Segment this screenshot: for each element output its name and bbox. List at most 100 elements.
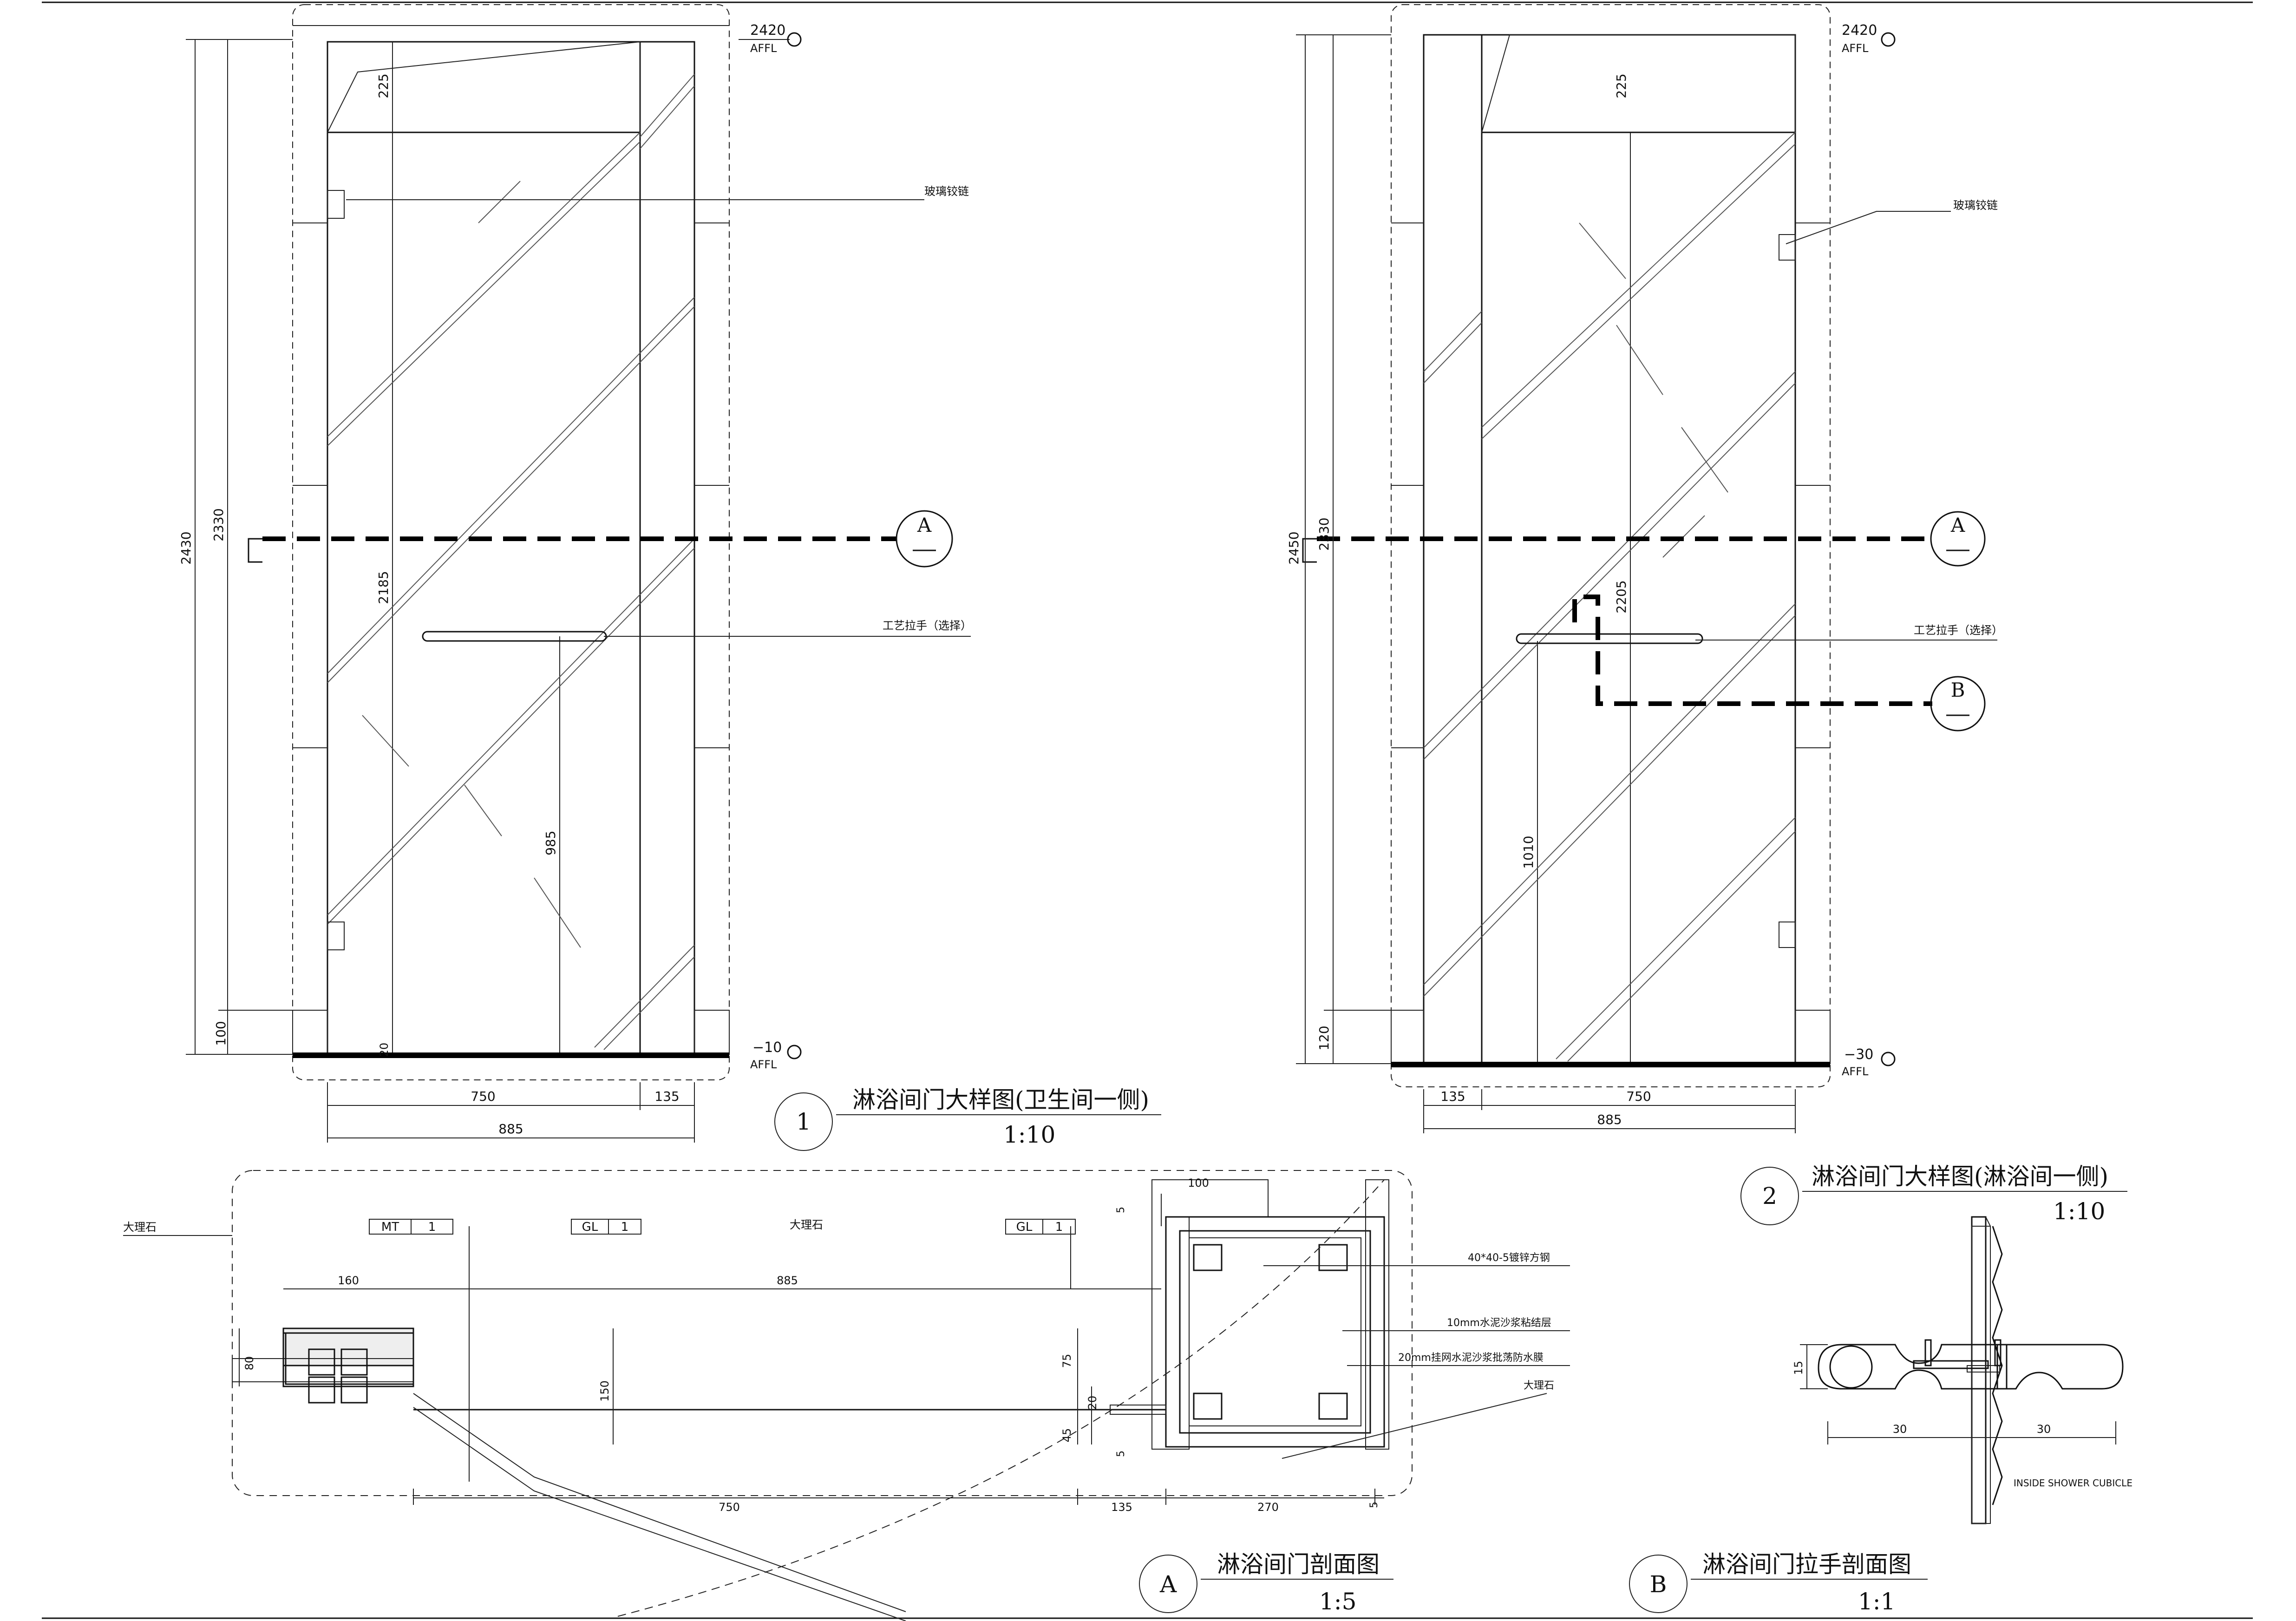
dim-a-75: 75: [1060, 1354, 1073, 1368]
dim-lines-1-vertical: [186, 39, 393, 1055]
level-1-bottom-icon: [787, 1045, 802, 1059]
section-a-detail: MT 1 GL 1 GL 1 大理石 大理石 40*40-5镀锌方钢 10mm水…: [123, 1170, 1570, 1621]
dim-lines-2-horizontal: [1423, 1089, 1796, 1133]
hinge-1-top: [327, 190, 345, 219]
tag-gl1b-code: GL: [1016, 1220, 1033, 1234]
label-steel-tube: 40*40-5镀锌方钢: [1468, 1252, 1550, 1264]
dim-a-20: 20: [1086, 1396, 1099, 1410]
dim-2-225: 225: [1614, 73, 1629, 98]
label-marble-top: 大理石: [790, 1218, 823, 1231]
section-b-mark: B: [1951, 679, 1965, 701]
dim-b-30-left: 30: [1893, 1423, 1907, 1436]
door-swing-glass: [413, 1393, 906, 1621]
right-jamb: [1151, 1179, 1389, 1450]
door-swing-arc: [617, 1179, 1385, 1617]
hinge-2-leader: [1786, 211, 1951, 244]
floor-1-left: [292, 1010, 328, 1055]
dim-1-2330: 2330: [211, 508, 226, 541]
door-2-glass-hatch: [1423, 132, 1796, 1062]
dim-lines-1-horizontal: [327, 1082, 695, 1143]
dim-2-2205: 2205: [1614, 580, 1629, 613]
dim-1-985: 985: [543, 830, 558, 855]
top-level-2: 2420: [1842, 22, 1877, 39]
section-a-dim-lines: [239, 1179, 1384, 1505]
bottom-level-2: −30: [1844, 1046, 1873, 1063]
level-2-bottom-icon: [1881, 1052, 1896, 1066]
section-b-number-bubble: [1629, 1555, 1688, 1613]
dim-1-2430: 2430: [178, 531, 194, 564]
hinge-2-bottom: [1779, 922, 1796, 948]
material-tag-mt1: MT 1: [369, 1219, 453, 1235]
label-waterproof: 20mm挂网水泥沙浆批荡防水膜: [1398, 1352, 1544, 1364]
level-ref-1-bottom: AFFL: [750, 1058, 777, 1071]
door-1-handle: [422, 631, 607, 642]
section-b-dim-lines: [1800, 1344, 2116, 1445]
section-line-b: [1572, 595, 1932, 706]
tag-mt1-code: MT: [381, 1220, 399, 1234]
dim-a-45: 45: [1060, 1428, 1073, 1443]
dim-lines-2-vertical: [1296, 34, 1391, 1064]
drawing-2-scale: 1:10: [2053, 1198, 2105, 1225]
elevation-1: A 玻璃铰链 工艺拉手（选择） 2420 AFFL −10 AFFL 2430 …: [178, 4, 1161, 1151]
material-tag-gl1-b: GL 1: [1005, 1219, 1076, 1235]
dim-a-885: 885: [777, 1274, 798, 1287]
door-2-transom: [1481, 34, 1796, 133]
dim-1-135: 135: [654, 1089, 679, 1104]
door-2-frame: [1423, 34, 1796, 1065]
floor-2-left: [1391, 1010, 1424, 1064]
hinge-2-top: [1779, 234, 1796, 261]
dim-a-5b: 5: [1115, 1207, 1127, 1213]
dim-a-160: 160: [338, 1274, 359, 1287]
dim-2-2330: 2330: [1316, 517, 1332, 550]
dim-a-150: 150: [598, 1380, 611, 1402]
dim-2-885: 885: [1597, 1112, 1622, 1127]
drawing-1-title: 淋浴间门大样图(卫生间一侧): [852, 1086, 1149, 1113]
section-a-boundary: [232, 1170, 1413, 1496]
handle-profile-right: [1996, 1344, 2124, 1390]
elevation-2: A B 玻璃铰链 工艺拉手（选择） 2420 AFFL −30 AFFL 245…: [1286, 4, 2127, 1225]
section-a-number: A: [1159, 1571, 1177, 1598]
label-inside-shower: INSIDE SHOWER CUBICLE: [2014, 1477, 2132, 1489]
dim-a-270: 270: [1257, 1501, 1279, 1514]
dim-1-750: 750: [471, 1089, 495, 1104]
door-2-handle: [1516, 633, 1703, 644]
dim-1-2185: 2185: [376, 571, 391, 604]
dim-1-225: 225: [376, 73, 391, 98]
glass-seal: [1110, 1405, 1166, 1415]
door-1-transom: [327, 41, 641, 133]
door-1-glass-hatch: [327, 74, 695, 1050]
dim-1-885: 885: [498, 1121, 523, 1137]
dim-b-30-right: 30: [2037, 1423, 2051, 1436]
drawing-1-number: 1: [796, 1108, 811, 1135]
level-2-top-icon: [1881, 32, 1896, 47]
dim-1-100: 100: [213, 1021, 229, 1046]
dim-a-80: 80: [243, 1356, 256, 1371]
section-a-scale: 1:5: [1319, 1588, 1356, 1615]
drawing-2-title: 淋浴间门大样图(淋浴间一侧): [1812, 1163, 2108, 1190]
dim-b-15: 15: [1792, 1361, 1805, 1375]
section-a-number-bubble: [1139, 1555, 1197, 1613]
drawing-2-number: 2: [1762, 1183, 1777, 1209]
section-a-leaders: [1263, 1265, 1570, 1459]
section-a-title: 淋浴间门剖面图: [1217, 1551, 1380, 1578]
handle-2-label: 工艺拉手（选择）: [1914, 624, 2003, 637]
elevation-1-boundary: [292, 4, 730, 1080]
dim-2-135: 135: [1440, 1089, 1465, 1104]
tag-mt1-num: 1: [428, 1220, 436, 1234]
elevation-2-boundary: [1391, 4, 1831, 1087]
section-a-mark-1: A: [917, 514, 932, 536]
tag-gl1a-code: GL: [582, 1220, 598, 1234]
tag-gl1b-num: 1: [1055, 1220, 1063, 1234]
top-level-1: 2420: [750, 22, 785, 39]
hinge-1-bottom: [327, 922, 345, 950]
section-b-title: 淋浴间门拉手剖面图: [1702, 1551, 1911, 1578]
floor-1-right: [694, 1010, 730, 1055]
handle-cross-section: [1967, 1216, 2003, 1524]
label-marble-left: 大理石: [123, 1221, 157, 1234]
drawing-1-number-bubble: [774, 1092, 833, 1151]
level-ref-1-top: AFFL: [750, 42, 777, 55]
handle-1-label: 工艺拉手（选择）: [883, 619, 972, 632]
section-a-mark-2: A: [1950, 514, 1965, 536]
section-b-detail: 15 30 30 INSIDE SHOWER CUBICLE B 淋浴间门拉手剖…: [1629, 1216, 2132, 1615]
